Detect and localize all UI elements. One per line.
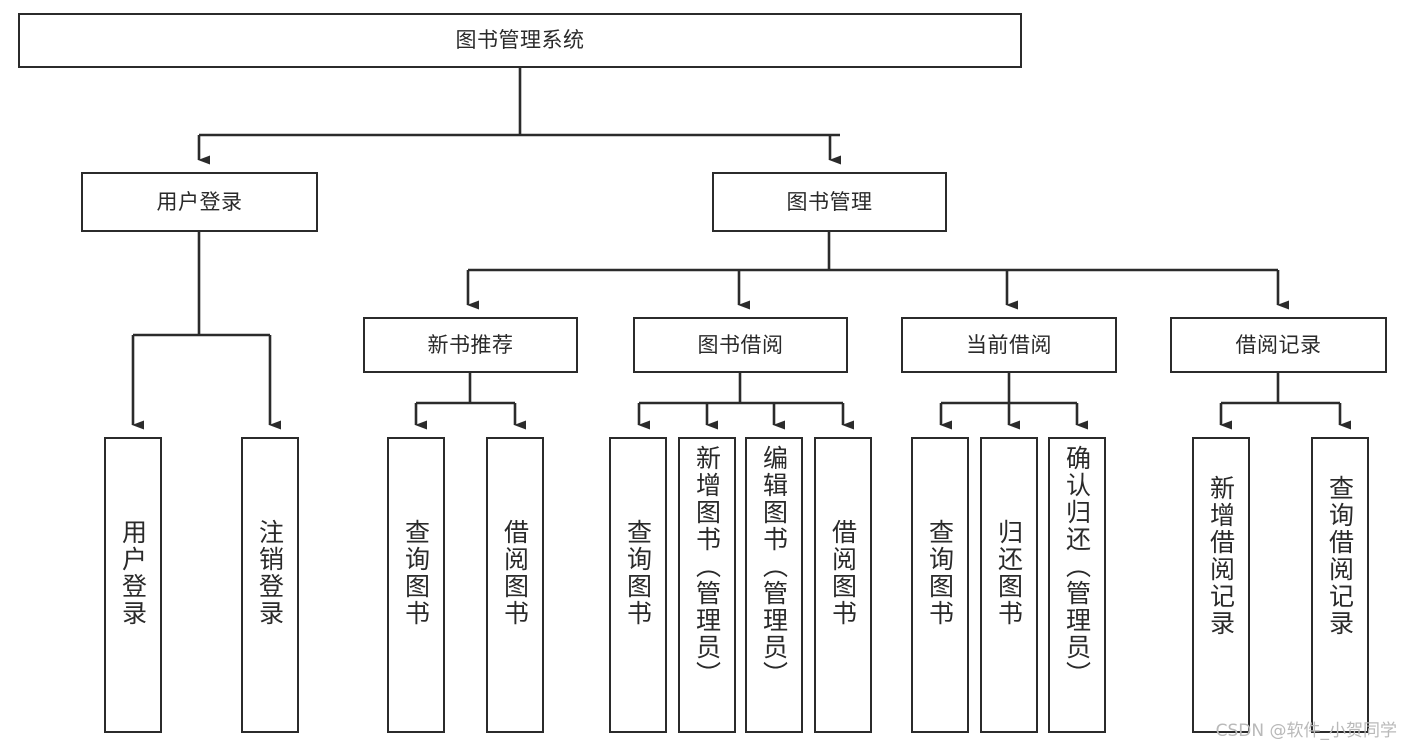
node-label: 新增图书（管理员）: [692, 445, 722, 688]
node-label: 查询图书: [925, 519, 955, 627]
leaf-confirm-return-admin[interactable]: 确认归还（管理员）: [1048, 437, 1106, 733]
node-label: 确认归还（管理员）: [1062, 445, 1092, 688]
node-label: 新书推荐: [427, 332, 514, 357]
node-label: 新增借阅记录: [1206, 475, 1236, 637]
watermark-csdn: CSDN @软件_小贺同学: [1215, 721, 1397, 741]
leaf-add-borrow-record[interactable]: 新增借阅记录: [1192, 437, 1250, 733]
leaf-borrow-book-recommend[interactable]: 借阅图书: [486, 437, 544, 733]
node-label: 借阅图书: [500, 519, 530, 627]
node-label: 图书管理系统: [455, 28, 585, 53]
node-book-manage[interactable]: 图书管理: [712, 172, 947, 232]
node-root-book-management-system[interactable]: 图书管理系统: [18, 13, 1022, 68]
node-user-login[interactable]: 用户登录: [81, 172, 318, 232]
node-label: 图书借阅: [697, 332, 784, 357]
leaf-user-login[interactable]: 用户登录: [104, 437, 162, 733]
leaf-user-logout[interactable]: 注销登录: [241, 437, 299, 733]
leaf-query-book-recommend[interactable]: 查询图书: [387, 437, 445, 733]
node-label: 用户登录: [156, 189, 243, 214]
leaf-query-book-current[interactable]: 查询图书: [911, 437, 969, 733]
node-label: 归还图书: [994, 519, 1024, 627]
node-label: 用户登录: [118, 519, 148, 627]
leaf-query-book-borrow[interactable]: 查询图书: [609, 437, 667, 733]
leaf-add-book-admin[interactable]: 新增图书（管理员）: [678, 437, 736, 733]
node-label: 借阅记录: [1235, 332, 1322, 357]
node-label: 查询借阅记录: [1325, 475, 1355, 637]
leaf-return-book[interactable]: 归还图书: [980, 437, 1038, 733]
node-label: 图书管理: [786, 189, 873, 214]
node-label: 当前借阅: [966, 332, 1052, 357]
node-label: 借阅图书: [828, 519, 858, 627]
leaf-edit-book-admin[interactable]: 编辑图书（管理员）: [745, 437, 803, 733]
node-label: 查询图书: [401, 519, 431, 627]
node-label: 查询图书: [623, 519, 653, 627]
node-book-borrow[interactable]: 图书借阅: [633, 317, 848, 373]
node-current-borrow[interactable]: 当前借阅: [901, 317, 1117, 373]
leaf-borrow-book-borrow[interactable]: 借阅图书: [814, 437, 872, 733]
node-label: 编辑图书（管理员）: [759, 445, 789, 688]
node-label: 注销登录: [255, 519, 285, 627]
node-new-book-recommend[interactable]: 新书推荐: [363, 317, 578, 373]
node-borrow-record[interactable]: 借阅记录: [1170, 317, 1387, 373]
leaf-query-borrow-record[interactable]: 查询借阅记录: [1311, 437, 1369, 733]
